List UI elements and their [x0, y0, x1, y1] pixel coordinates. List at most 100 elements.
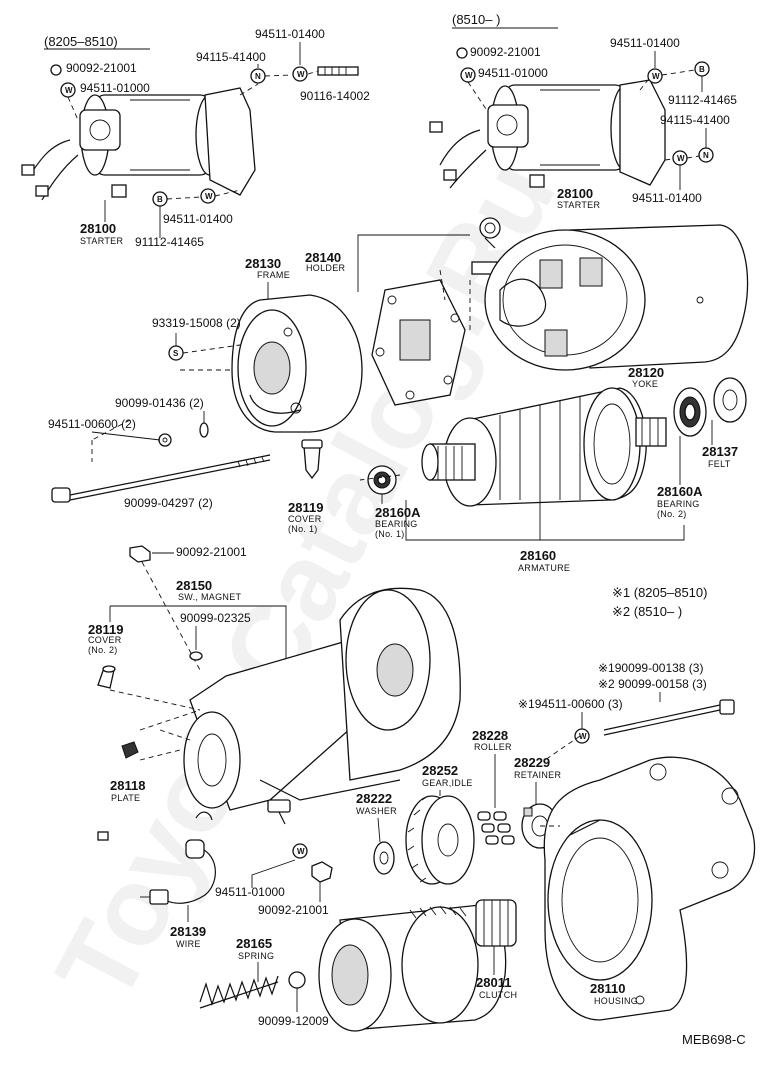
part-90099-00158: ※2 90099-00158 (3)	[598, 677, 707, 691]
caption-washer: WASHER	[356, 806, 397, 816]
part-94511-01400-top-right: 94511-01400	[610, 36, 680, 50]
part-94511-01400-bottom-right: 94511-01400	[632, 191, 702, 205]
nut-90092	[129, 545, 151, 563]
caption-sw-magnet: SW., MAGNET	[178, 592, 242, 602]
idle-gear-illustration	[405, 795, 475, 885]
housing-group: ※190099-00138 (3) ※2 90099-00158 (3) ※19…	[518, 661, 756, 1021]
frame-group: 28130 FRAME 93319-15008 (2) S 90099-0143…	[48, 256, 363, 534]
starter-assembly-right: (8510– ) 90092-21001 W 94511-01000 94511…	[429, 12, 737, 210]
part-90092-21001-right: 90092-21001	[470, 45, 541, 59]
caption-armature: ARMATURE	[518, 563, 570, 573]
svg-text:W: W	[579, 732, 587, 741]
part-28140: 28140	[305, 250, 341, 265]
yoke-group: 28120 YOKE	[484, 224, 749, 389]
part-28160a-no1: 28160A	[375, 505, 421, 520]
stud-bolt	[317, 66, 359, 76]
housing-illustration	[543, 756, 756, 1021]
part-94511-01400-top-left: 94511-01400	[255, 27, 325, 41]
part-28100-right: 28100	[557, 186, 593, 201]
caption-retainer: RETAINER	[514, 770, 561, 780]
part-28130: 28130	[245, 256, 281, 271]
starter-assembly-left: (8205–8510) 90092-21001 W 94511-01000 94…	[21, 27, 370, 249]
steel-ball	[288, 971, 306, 989]
caption-starter-right: STARTER	[557, 200, 600, 210]
svg-text:W: W	[297, 847, 305, 856]
wire-group: 28139 WIRE W 94511-01000 90092-21001	[97, 811, 333, 949]
clutch-group: 28011 CLUTCH	[318, 899, 517, 1032]
caption-bearing-no2-number: (No. 2)	[657, 509, 687, 519]
svg-text:B: B	[699, 65, 705, 74]
part-28011: 28011	[476, 975, 511, 990]
wire-illustration	[97, 811, 216, 905]
part-90099-00138: ※190099-00138 (3)	[598, 661, 703, 675]
washer-w-icon	[292, 66, 308, 82]
starter-left-illustration	[21, 87, 256, 201]
part-94115-41400-left: 94115-41400	[196, 50, 266, 64]
part-28110: 28110	[590, 981, 625, 996]
part-28160: 28160	[520, 548, 556, 563]
spring-illustration	[199, 975, 279, 1009]
magnet-switch-illustration	[183, 587, 461, 825]
part-94511-01000-right: 94511-01000	[478, 66, 548, 80]
washer-w-icon	[647, 68, 663, 84]
part-28252: 28252	[422, 763, 458, 778]
nut-icon	[311, 861, 333, 883]
brush-spring	[479, 217, 501, 249]
armature-group: 28160A BEARING (No. 1) 28137 FELT 28160A…	[367, 377, 747, 573]
part-90099-12009: 90099-12009	[258, 1014, 329, 1028]
svg-text:W: W	[65, 86, 73, 95]
part-90092-21001-mid: 90092-21001	[176, 545, 247, 559]
part-94511-00600-bottom: ※194511-00600 (3)	[518, 697, 623, 711]
caption-cover-no1-number: (No. 1)	[288, 524, 318, 534]
magnet-switch-group: 90092-21001 28150 SW., MAGNET 90099-0232…	[88, 545, 461, 825]
part-28165: 28165	[236, 936, 272, 951]
bearing-no1	[367, 465, 397, 495]
applicability-notes: ※1 (8205–8510) ※2 (8510– )	[612, 585, 707, 619]
part-28160a-no2: 28160A	[657, 484, 703, 499]
caption-clutch: CLUTCH	[479, 990, 517, 1000]
svg-text:B: B	[157, 195, 163, 204]
part-28137: 28137	[702, 444, 738, 459]
nut-icon	[456, 47, 468, 59]
part-28228: 28228	[472, 728, 508, 743]
diagram-code: MEB698-C	[682, 1032, 746, 1047]
caption-starter-left: STARTER	[80, 236, 123, 246]
part-94511-00600: 94511-00600 (2)	[48, 417, 136, 431]
caption-gear-idle: GEAR,IDLE	[422, 778, 473, 788]
svg-text:N: N	[255, 72, 261, 81]
svg-text:S: S	[173, 349, 179, 358]
caption-roller: ROLLER	[474, 742, 512, 752]
caption-bearing-no1: BEARING	[375, 519, 418, 529]
through-bolt	[51, 454, 271, 503]
o-ring	[199, 422, 209, 438]
caption-spring: SPRING	[238, 951, 274, 961]
plate	[121, 741, 139, 759]
part-93319-15008: 93319-15008 (2)	[152, 316, 241, 330]
part-28100-left: 28100	[80, 221, 116, 236]
caption-bearing-no2: BEARING	[657, 499, 700, 509]
part-90092-21001-bottom: 90092-21001	[258, 903, 329, 917]
range-header-left: (8205–8510)	[44, 34, 118, 49]
part-90099-04297: 90099-04297 (2)	[124, 496, 213, 510]
caption-frame: FRAME	[257, 270, 290, 280]
part-28229: 28229	[514, 755, 550, 770]
note-2: ※2 (8510– )	[612, 604, 682, 619]
part-28150: 28150	[176, 578, 212, 593]
caption-cover-no1: COVER	[288, 514, 322, 524]
part-94115-41400-right: 94115-41400	[660, 113, 730, 127]
part-28118: 28118	[110, 778, 145, 793]
part-90099-01436: 90099-01436 (2)	[115, 396, 204, 410]
note-1: ※1 (8205–8510)	[612, 585, 707, 600]
caption-wire: WIRE	[176, 939, 201, 949]
rollers	[477, 811, 515, 845]
cover-no1	[301, 439, 323, 480]
spring-group: 28165 SPRING 90099-12009	[199, 936, 329, 1028]
armature-illustration	[421, 387, 667, 507]
caption-housing: HOUSING	[594, 996, 638, 1006]
caption-holder: HOLDER	[306, 263, 346, 273]
yoke-illustration	[484, 224, 749, 371]
caption-cover-no2-number: (No. 2)	[88, 645, 118, 655]
svg-text:W: W	[677, 154, 685, 163]
svg-text:W: W	[465, 71, 473, 80]
svg-text:W: W	[652, 72, 660, 81]
